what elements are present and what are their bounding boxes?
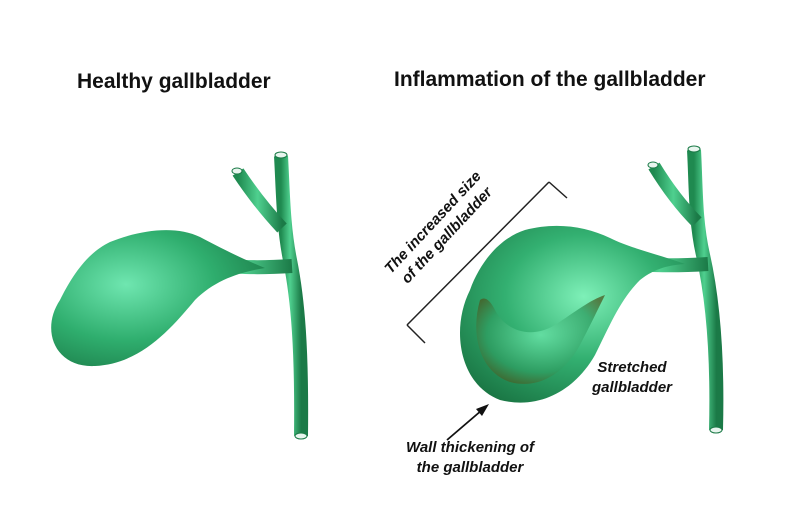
label-wall-thickening: Wall thickening of the gallbladder [400, 438, 540, 478]
inflamed-branch-end [647, 161, 659, 169]
healthy-branch-end [231, 167, 243, 175]
healthy-hepatic-branch [232, 168, 287, 233]
inflamed-common-duct [687, 149, 724, 431]
label-stretched: Stretched gallbladder [587, 358, 677, 398]
healthy-duct-end-top [274, 151, 288, 159]
inflamed-duct-end-bottom [709, 426, 723, 434]
label-stretched-line2: gallbladder [591, 379, 673, 396]
inflamed-duct-end-top [687, 145, 701, 153]
size-bracket [406, 181, 568, 344]
label-stretched-line1: Stretched [597, 359, 667, 376]
healthy-gallbladder [51, 151, 309, 440]
inflamed-hepatic-branch [648, 162, 702, 227]
healthy-gallbladder-body [51, 230, 266, 367]
inflamed-gallbladder [460, 145, 724, 434]
wall-arrow [446, 404, 489, 441]
label-wall-thickening-line2: the gallbladder [416, 459, 524, 476]
title-healthy-gallbladder: Healthy gallbladder [77, 70, 271, 93]
healthy-duct-end-bottom [294, 432, 308, 440]
title-inflammation: Inflammation of the gallbladder [394, 68, 706, 91]
inflamed-wall-inner [476, 295, 605, 384]
healthy-common-duct [274, 155, 309, 437]
label-wall-thickening-line1: Wall thickening of [405, 439, 535, 456]
